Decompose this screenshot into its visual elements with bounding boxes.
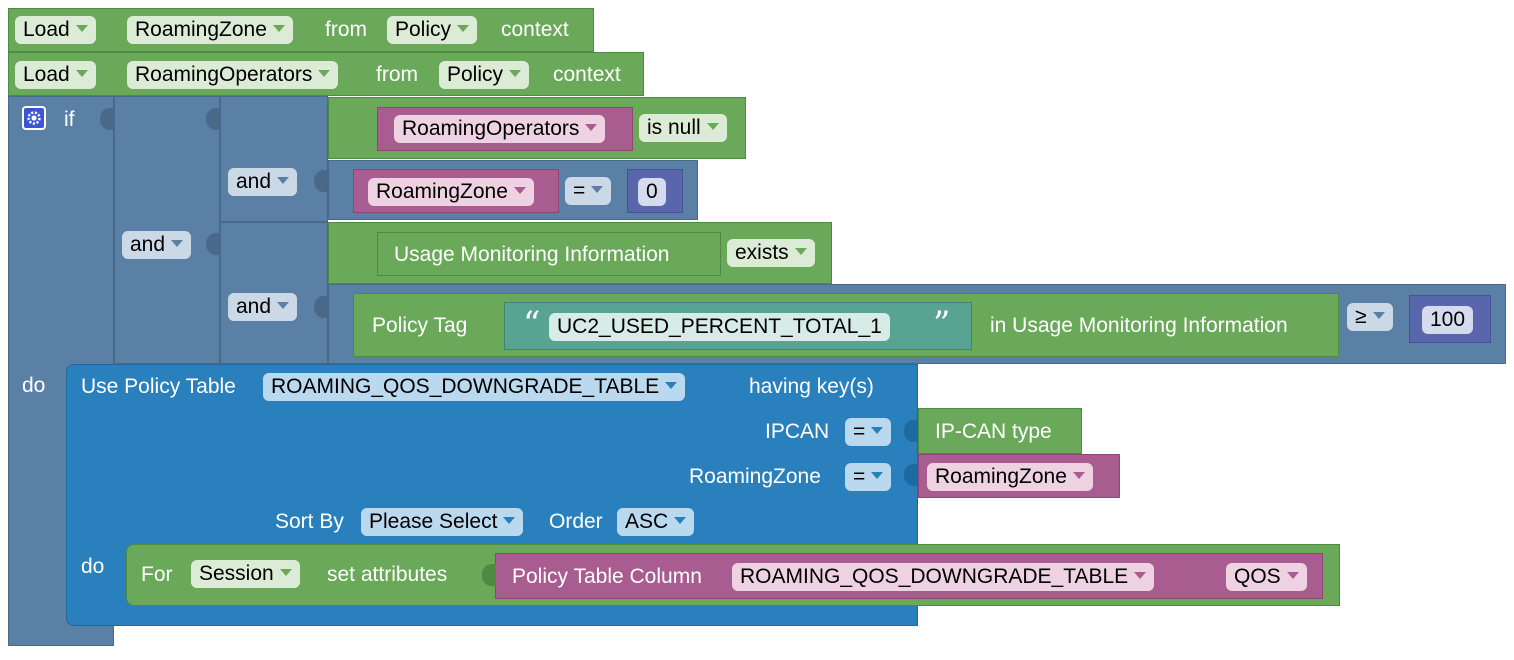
and-operator-upper[interactable]: and [228, 168, 298, 196]
variable-block-roamingzone-key[interactable]: RoamingZone [918, 454, 1120, 498]
ipcan-type-block[interactable]: IP-CAN type [918, 408, 1082, 454]
sort-by-label: Sort By [275, 510, 344, 533]
ipcan-type-label: IP-CAN type [935, 420, 1052, 443]
compare-operator-dropdown[interactable]: ≥ [1347, 303, 1393, 331]
for-set-attributes-block[interactable]: For Session set attributes Policy Table … [126, 544, 1340, 606]
load-variable-dropdown[interactable]: RoamingZone [127, 16, 293, 44]
policy-table-dropdown[interactable]: ROAMING_QOS_DOWNGRADE_TABLE [263, 373, 686, 401]
if-label: if [64, 108, 75, 131]
exists-dropdown[interactable]: exists [727, 239, 815, 267]
if-condition-and-outer[interactable] [114, 96, 220, 364]
condition-is-null[interactable]: RoamingOperators is null [328, 97, 746, 159]
key-ipcan-label: IPCAN [765, 420, 830, 443]
for-target-dropdown[interactable]: Session [191, 560, 300, 588]
variable-dropdown[interactable]: RoamingOperators [394, 115, 606, 143]
condition-compare-roamingzone[interactable]: RoamingZone = 0 [328, 160, 698, 220]
compare-operator-dropdown[interactable]: = [565, 177, 612, 205]
having-keys-label: having key(s) [749, 375, 874, 398]
load-source-dropdown[interactable]: Policy [387, 16, 478, 44]
load-block-roamingzone[interactable]: Load RoamingZone from Policy context [8, 8, 594, 52]
number-field[interactable]: 0 [638, 178, 666, 206]
and-operator-lower[interactable]: and [228, 293, 298, 321]
input-connector [100, 108, 114, 130]
key-ipcan-operator-dropdown[interactable]: = [845, 418, 892, 446]
input-connector [206, 108, 220, 130]
policy-table-column-label: Policy Table Column [512, 565, 702, 588]
for-label: For [141, 563, 173, 586]
from-label: from [325, 18, 367, 41]
context-label: context [553, 63, 621, 86]
order-label: Order [549, 510, 603, 533]
sort-by-dropdown[interactable]: Please Select [361, 508, 524, 536]
input-connector [904, 464, 918, 486]
input-connector [482, 564, 496, 586]
context-label: context [501, 18, 569, 41]
in-usage-monitoring-label: in Usage Monitoring Information [990, 314, 1288, 337]
order-dropdown[interactable]: ASC [617, 508, 695, 536]
text-block[interactable]: “ UC2_USED_PERCENT_TOTAL_1 ” [504, 302, 972, 350]
variable-dropdown[interactable]: RoamingZone [368, 178, 534, 206]
load-source-dropdown[interactable]: Policy [439, 61, 530, 89]
is-null-dropdown[interactable]: is null [639, 114, 727, 142]
column-name-dropdown[interactable]: QOS [1226, 563, 1307, 591]
if-do-label: do [22, 374, 46, 397]
if-condition-and-upper[interactable] [220, 96, 328, 222]
usage-monitoring-block[interactable]: Usage Monitoring Information [377, 232, 721, 276]
use-policy-table-label: Use Policy Table [81, 375, 236, 398]
text-field[interactable]: UC2_USED_PERCENT_TOTAL_1 [549, 313, 890, 341]
and-operator-outer[interactable]: and [122, 231, 192, 259]
number-field[interactable]: 100 [1422, 306, 1474, 334]
number-block[interactable]: 100 [1409, 295, 1491, 343]
gear-icon[interactable] [22, 106, 46, 130]
from-label: from [376, 63, 418, 86]
key-roamingzone-operator-dropdown[interactable]: = [845, 463, 892, 491]
variable-block-roamingzone[interactable]: RoamingZone [353, 169, 559, 213]
usage-monitoring-label: Usage Monitoring Information [394, 243, 670, 266]
condition-compare-policy-tag[interactable]: Policy Tag “ UC2_USED_PERCENT_TOTAL_1 ” … [328, 284, 1506, 364]
key-roamingzone-label: RoamingZone [689, 465, 821, 488]
input-connector [314, 170, 328, 192]
variable-dropdown[interactable]: RoamingZone [927, 463, 1093, 491]
column-table-dropdown[interactable]: ROAMING_QOS_DOWNGRADE_TABLE [732, 563, 1155, 591]
load-action-dropdown[interactable]: Load [15, 61, 96, 89]
policy-tag-block[interactable]: Policy Tag “ UC2_USED_PERCENT_TOTAL_1 ” … [353, 293, 1339, 357]
variable-block-roamingoperators[interactable]: RoamingOperators [377, 107, 633, 151]
condition-exists[interactable]: Usage Monitoring Information exists [328, 222, 832, 284]
load-block-roamingoperators[interactable]: Load RoamingOperators from Policy contex… [8, 52, 644, 96]
open-quote-icon: “ [523, 304, 541, 344]
load-action-dropdown[interactable]: Load [15, 16, 96, 44]
load-variable-dropdown[interactable]: RoamingOperators [127, 61, 339, 89]
close-quote-icon: ” [933, 304, 951, 344]
table-do-label: do [81, 555, 105, 578]
input-connector [206, 233, 220, 255]
input-connector [314, 296, 328, 318]
policy-tag-label: Policy Tag [372, 314, 468, 337]
set-attributes-label: set attributes [327, 563, 448, 586]
number-block[interactable]: 0 [627, 169, 683, 213]
policy-table-column-block[interactable]: Policy Table Column ROAMING_QOS_DOWNGRAD… [495, 553, 1323, 599]
input-connector [904, 420, 918, 442]
